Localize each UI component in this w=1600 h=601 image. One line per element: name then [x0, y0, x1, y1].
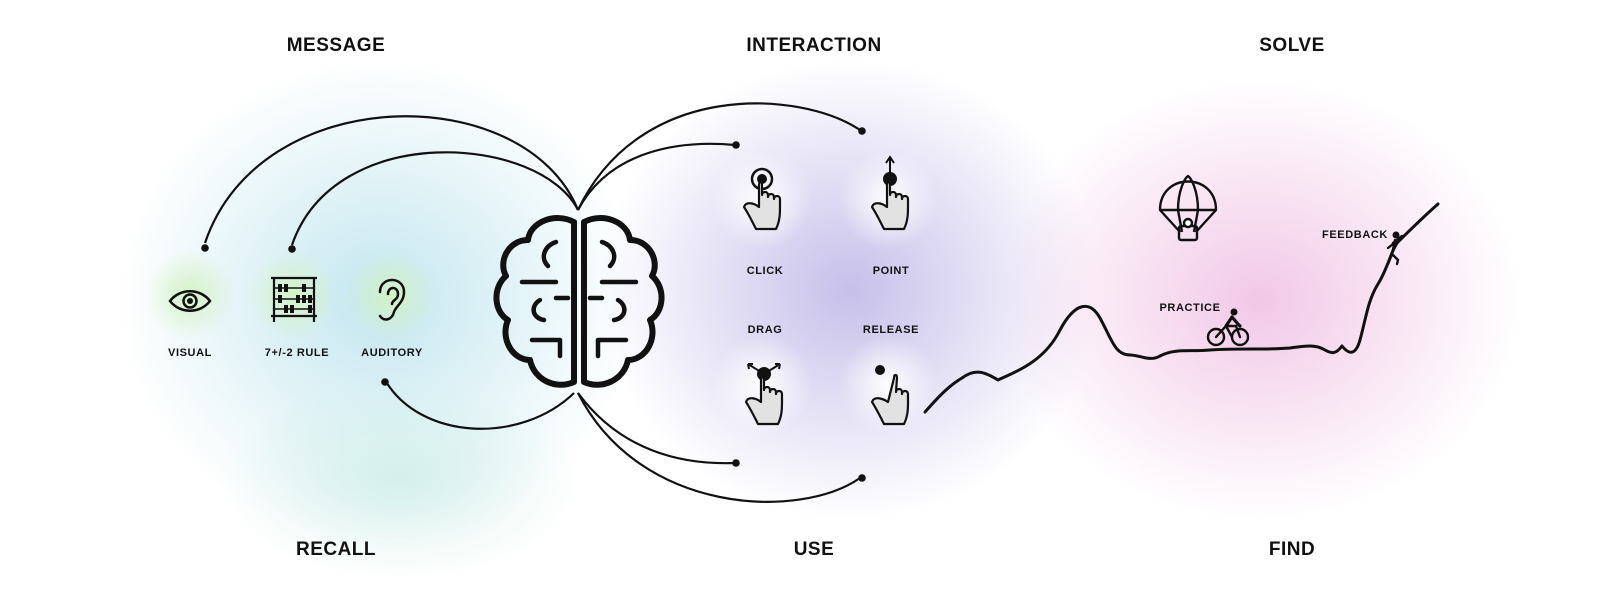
- click-gesture-icon: [742, 167, 782, 231]
- dot-auditory: [381, 378, 389, 386]
- arc-use-outer: [577, 392, 861, 503]
- release-gesture-icon: [870, 365, 910, 426]
- abacus-icon: [271, 276, 317, 322]
- arc-interaction-inner: [577, 142, 736, 211]
- label-point: POINT: [872, 265, 910, 277]
- dot-visual: [201, 244, 209, 252]
- heading-recall: RECALL: [295, 539, 377, 560]
- label-release: RELEASE: [862, 324, 920, 336]
- label-drag: DRAG: [747, 324, 783, 336]
- heading-interaction: INTERACTION: [746, 35, 882, 56]
- arc-abacus: [290, 151, 579, 246]
- climber-icon: [1386, 231, 1404, 266]
- arc-auditory: [384, 379, 575, 430]
- dot-interaction-inner: [732, 141, 740, 149]
- label-visual: VISUAL: [168, 347, 212, 359]
- connector-arcs: [203, 102, 861, 503]
- arc-visual: [203, 115, 580, 244]
- arc-interaction-outer: [577, 102, 861, 211]
- ear-icon: [378, 278, 406, 321]
- label-practice: PRACTICE: [1159, 302, 1221, 314]
- landscape-line: [923, 202, 1440, 414]
- dot-use-inner: [732, 459, 740, 467]
- brain-icon: [493, 215, 665, 388]
- label-rule: 7+/-2 RULE: [264, 347, 330, 359]
- connector-dots: [201, 127, 866, 482]
- label-feedback: FEEDBACK: [1322, 229, 1388, 241]
- dot-use-outer: [858, 474, 866, 482]
- arc-use-inner: [577, 392, 736, 465]
- parachute-icon: [1158, 174, 1218, 242]
- heading-message: MESSAGE: [286, 35, 386, 56]
- label-click: CLICK: [746, 265, 784, 277]
- eye-icon: [168, 290, 212, 312]
- heading-use: USE: [793, 539, 835, 560]
- cyclist-icon: [1206, 308, 1250, 347]
- heading-solve: SOLVE: [1259, 35, 1325, 56]
- label-auditory: AUDITORY: [361, 347, 423, 359]
- dot-interaction-outer: [858, 127, 866, 135]
- drag-gesture-icon: [744, 363, 784, 426]
- heading-find: FIND: [1268, 539, 1316, 560]
- dot-abacus: [288, 245, 296, 253]
- point-gesture-icon: [870, 155, 910, 231]
